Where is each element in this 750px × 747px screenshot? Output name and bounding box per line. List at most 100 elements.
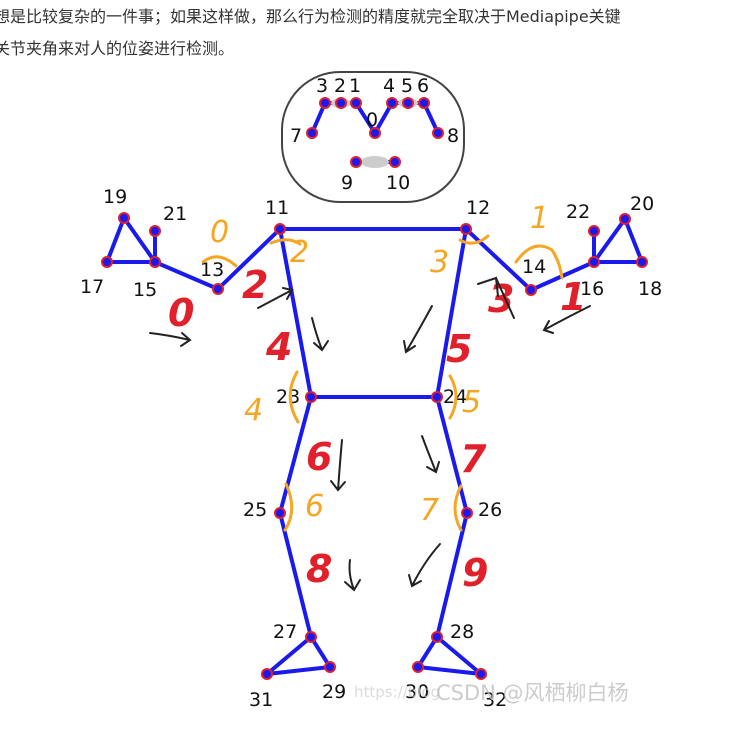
thigh-right (435, 395, 469, 515)
red-number-0: 0 (168, 291, 194, 335)
hand-right (592, 214, 645, 269)
landmark-label-29: 29 (322, 681, 346, 703)
red-number-8: 8 (306, 547, 332, 591)
angle-mark-3 (458, 234, 490, 245)
orange-number-7: 7 (420, 493, 439, 528)
landmark-point-12 (460, 223, 472, 235)
landmark-label-30: 30 (405, 681, 429, 703)
landmark-label-6: 6 (417, 75, 429, 97)
forearm-left (153, 260, 220, 291)
arrow-right-thigh (421, 435, 440, 474)
arrow-right-hand (542, 305, 591, 334)
red-number-5: 5 (446, 327, 472, 371)
landmark-label-14: 14 (522, 256, 546, 278)
landmark-point-10 (389, 156, 401, 168)
landmark-label-1: 1 (349, 75, 361, 97)
orange-number-3: 3 (430, 245, 449, 280)
landmark-label-20: 20 (630, 193, 654, 215)
watermark-csdn: CSDN @风栖柳白杨 (436, 681, 629, 705)
right-torso-line (435, 227, 468, 399)
angle-mark-5 (448, 374, 458, 420)
landmark-point-23 (305, 391, 317, 403)
landmark-point-24 (431, 391, 443, 403)
angle-mark-4 (288, 370, 300, 424)
orange-number-6: 6 (305, 489, 324, 524)
angle-mark-2 (269, 238, 302, 246)
arrow-torso-right (403, 305, 433, 354)
angle-mark-6 (283, 482, 294, 532)
landmark-label-11: 11 (265, 197, 289, 219)
arrow-left-shin (344, 559, 361, 592)
landmark-label-4: 4 (383, 75, 395, 97)
landmark-label-12: 12 (466, 197, 490, 219)
landmark-point-26 (461, 507, 473, 519)
angle-mark-7 (453, 484, 463, 532)
orange-number-5: 5 (462, 385, 481, 420)
landmark-point-9 (350, 156, 362, 168)
arrow-right-shoulder (477, 276, 515, 319)
landmark-point-30 (412, 661, 424, 673)
arrow-left-shoulder (257, 287, 294, 309)
landmark-point-4 (386, 97, 398, 109)
intro-text-line-1: 想是比较复杂的一件事；如果这样做，那么行为检测的精度就完全取决于Mediapip… (0, 7, 621, 26)
arrows (149, 276, 591, 592)
angle-brackets (201, 234, 564, 532)
landmark-label-26: 26 (478, 499, 502, 521)
arrow-right-shin (408, 543, 441, 588)
foot-right (414, 633, 488, 677)
landmark-label-7: 7 (290, 125, 302, 147)
landmark-points (101, 97, 648, 680)
landmark-point-11 (274, 223, 286, 235)
orange-number-1: 1 (530, 201, 549, 236)
landmark-point-17 (101, 256, 113, 268)
arrow-left-thigh (330, 439, 346, 492)
upper-arm-left (216, 227, 282, 291)
hand-left (104, 213, 157, 269)
landmark-point-7 (306, 127, 318, 139)
landmark-point-27 (305, 631, 317, 643)
landmark-label-0: 0 (366, 109, 378, 131)
landmark-point-13 (212, 283, 224, 295)
left-torso-line (278, 227, 313, 399)
landmark-point-18 (636, 256, 648, 268)
arrow-left-hand (149, 332, 192, 347)
landmark-label-16: 16 (580, 278, 604, 300)
mouth-oval (361, 156, 389, 168)
landmark-label-22: 22 (566, 201, 590, 223)
landmark-label-9: 9 (341, 172, 353, 194)
orange-number-0: 0 (210, 215, 229, 250)
landmark-point-6 (418, 97, 430, 109)
landmark-label-28: 28 (450, 621, 474, 643)
landmark-point-8 (432, 127, 444, 139)
landmark-point-22 (588, 225, 600, 237)
red-number-6: 6 (306, 435, 332, 479)
landmark-label-3: 3 (316, 75, 328, 97)
landmark-label-27: 27 (273, 621, 297, 643)
landmark-label-8: 8 (447, 125, 459, 147)
landmark-point-1 (350, 97, 362, 109)
landmark-label-32: 32 (483, 689, 507, 711)
shin-right (435, 511, 469, 639)
angle-mark-1 (514, 244, 564, 280)
landmark-label-13: 13 (200, 259, 224, 281)
landmark-point-19 (118, 212, 130, 224)
landmark-label-15: 15 (133, 279, 157, 301)
shin-left (278, 511, 313, 639)
landmark-point-31 (261, 668, 273, 680)
red-number-2: 2 (242, 263, 268, 307)
skeleton-lines (104, 101, 645, 677)
landmark-point-0 (369, 127, 381, 139)
landmark-point-16 (588, 256, 600, 268)
red-number-4: 4 (265, 325, 292, 369)
watermark-url: https://blog (354, 683, 440, 701)
thigh-left (278, 395, 313, 515)
red-number-7: 7 (460, 437, 487, 481)
landmark-point-28 (431, 631, 443, 643)
red-number-9: 9 (462, 551, 488, 595)
landmark-label-10: 10 (386, 172, 410, 194)
landmark-point-3 (319, 97, 331, 109)
red-number-1: 1 (560, 275, 586, 319)
landmark-point-20 (619, 213, 631, 225)
landmark-point-32 (475, 668, 487, 680)
